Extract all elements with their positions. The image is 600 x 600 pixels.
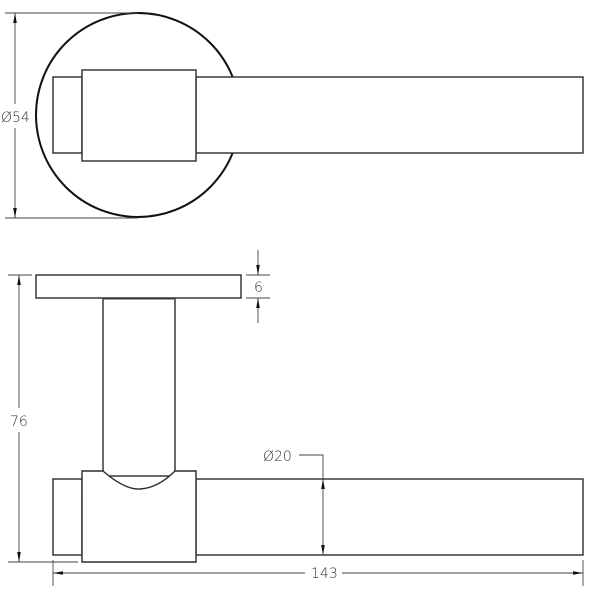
dimension-rose-thickness: 6 (246, 250, 270, 323)
rose-diameter-label: Ø54 (1, 110, 30, 126)
rose-plate (35, 274, 242, 299)
lever-side (195, 478, 584, 556)
dimension-lever-length: 143 (52, 560, 584, 586)
dimension-lever-diameter: Ø20 (263, 449, 325, 555)
dimension-rose-diameter: Ø54 (1, 12, 138, 219)
lever-length-label: 143 (311, 566, 338, 582)
lever-hub-side (81, 470, 197, 563)
neck (102, 295, 176, 477)
rose-thickness-label: 6 (254, 280, 263, 296)
side-view: 6 76 Ø20 143 (8, 250, 584, 586)
lever-hub-front (81, 69, 197, 162)
lever-diameter-label: Ø20 (263, 449, 292, 465)
projection-label: 76 (10, 414, 28, 430)
dimension-projection: 76 (8, 274, 78, 563)
front-view: Ø54 (1, 12, 584, 219)
spindle-stub-front (52, 76, 83, 154)
lever-front (195, 76, 584, 154)
spindle-stub-side (52, 478, 83, 556)
